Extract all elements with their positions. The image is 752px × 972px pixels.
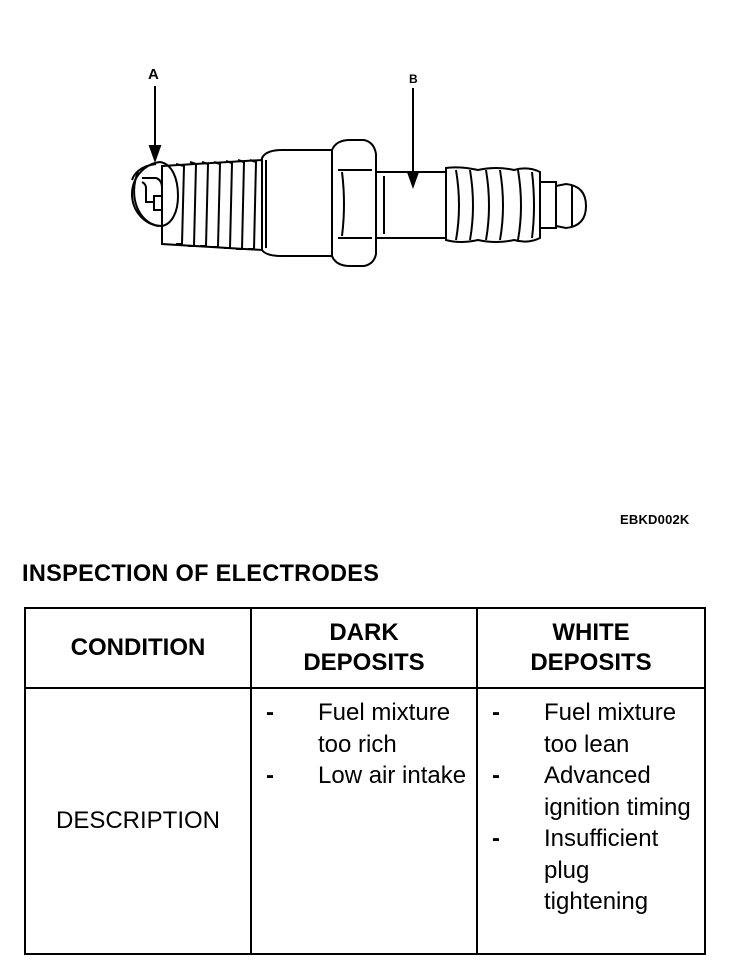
callout-b: B [409,72,418,86]
terminal [540,181,557,229]
header-dark-deposits: DARK DEPOSITS [250,607,478,689]
header-dark-deposits-text: DARK DEPOSITS [303,619,425,676]
ground-electrode [141,177,163,203]
insulator-ribs [445,166,541,243]
list-item: Advanced ignition timing [478,760,704,823]
spark-plug-illustration [130,86,588,267]
list-item: Fuel mixture too lean [478,697,704,760]
table-header-row: CONDITION DARK DEPOSITS WHITE DEPOSITS [24,607,706,689]
dark-deposits-cell: Fuel mixture too rich Low air intake [250,687,478,955]
table-row: DESCRIPTION Fuel mixture too rich Low ai… [24,687,706,955]
header-white-deposits-text: WHITE DEPOSITS [530,619,652,676]
shell-collar [261,149,333,257]
header-white-deposits: WHITE DEPOSITS [476,607,706,689]
section-title: INSPECTION OF ELECTRODES [22,560,380,587]
header-condition: CONDITION [24,607,252,689]
dark-deposits-list: Fuel mixture too rich Low air intake [252,697,476,792]
electrode-ring [130,160,180,228]
callout-a: A [148,66,159,83]
list-item: Low air intake [252,760,476,792]
figure-code: EBKD002K [620,512,690,527]
white-deposits-cell: Fuel mixture too lean Advanced ignition … [476,687,706,955]
list-item: Fuel mixture too rich [252,697,476,760]
list-item: Insufficient plug tightening [478,823,704,918]
white-deposits-list: Fuel mixture too lean Advanced ignition … [478,697,704,918]
spark-plug-figure: A B EBKD002K [130,66,690,527]
row-label-description: DESCRIPTION [24,687,252,955]
hex-nut [331,139,377,267]
inspection-table: CONDITION DARK DEPOSITS WHITE DEPOSITS D… [24,607,706,955]
